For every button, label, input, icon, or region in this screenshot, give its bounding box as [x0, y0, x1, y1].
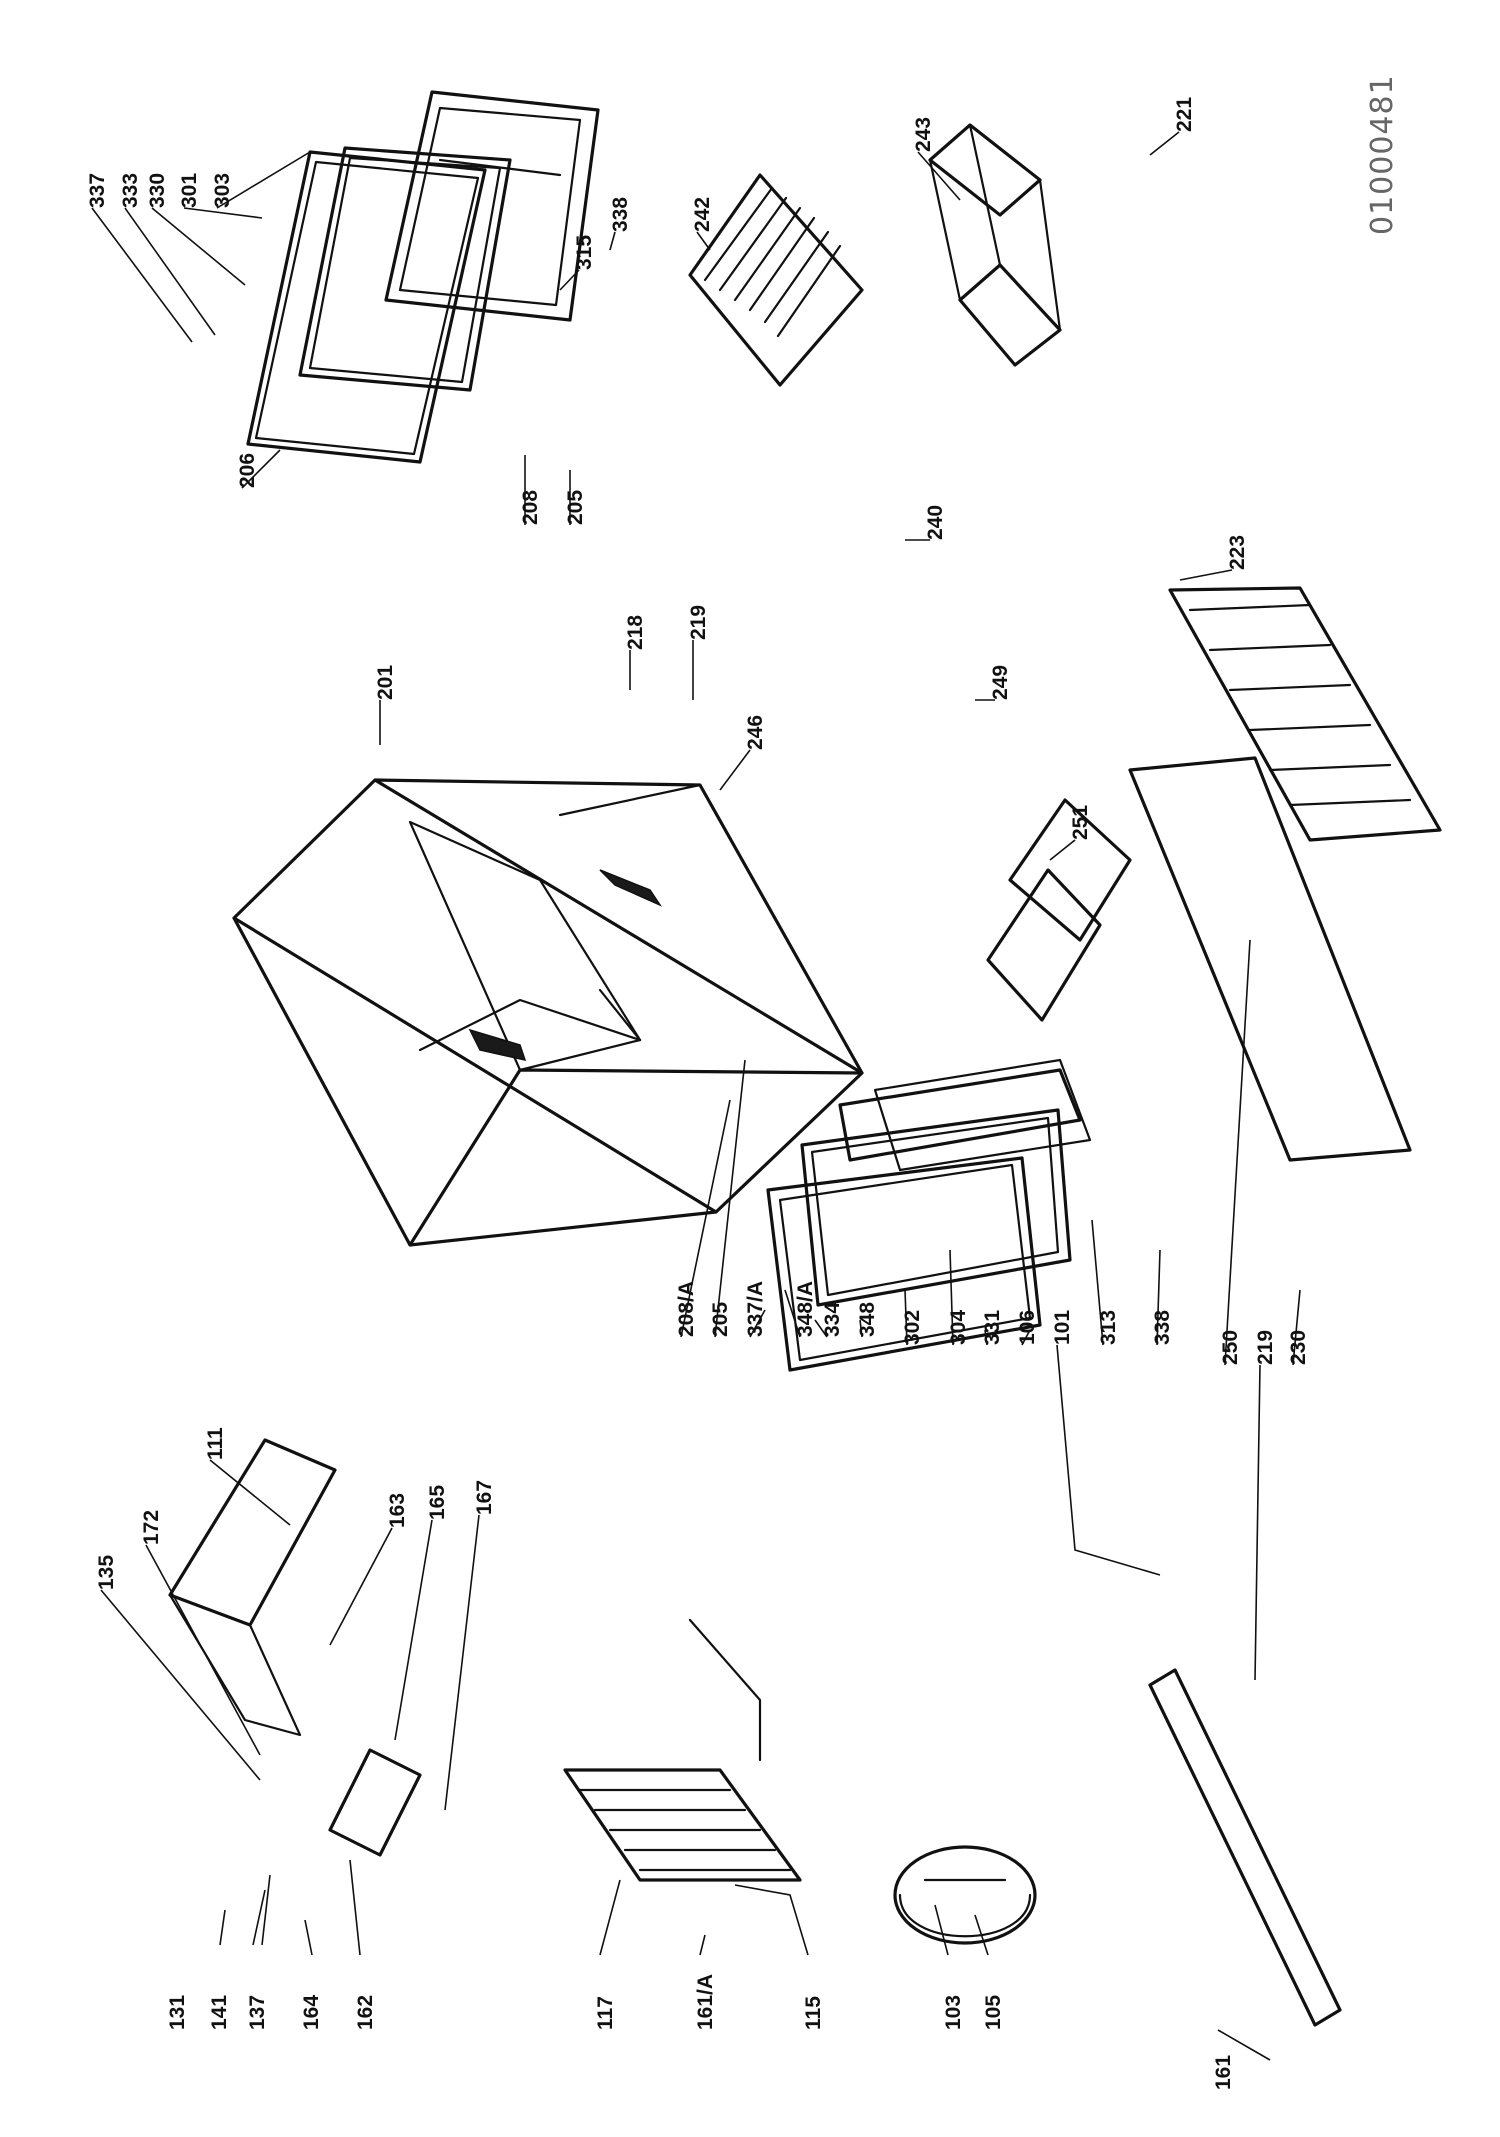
- callout-label-162: 162: [354, 1995, 377, 2030]
- callout-label-337a: 337/A: [744, 1281, 767, 1337]
- callout-label-131: 131: [166, 1995, 189, 2030]
- callout-label-242: 242: [691, 197, 714, 232]
- callout-label-331: 331: [981, 1310, 1004, 1345]
- callout-label-164: 164: [300, 1995, 323, 2030]
- callout-label-333: 333: [119, 173, 142, 208]
- callout-label-137: 137: [246, 1995, 269, 2030]
- callout-label-141: 141: [208, 1995, 231, 2030]
- callout-label-313: 313: [1097, 1310, 1120, 1345]
- callout-label-208: 208: [519, 490, 542, 525]
- callout-label-315: 315: [573, 235, 596, 270]
- compressor-icon: [893, 1845, 1037, 1945]
- callout-label-219b: 219: [1254, 1330, 1277, 1365]
- callout-label-135: 135: [95, 1555, 118, 1590]
- callout-label-334: 334: [821, 1302, 844, 1337]
- callout-label-240: 240: [924, 505, 947, 540]
- callout-label-206: 206: [236, 453, 259, 488]
- callout-label-105: 105: [982, 1995, 1005, 2030]
- callout-label-338b: 338: [1151, 1310, 1174, 1345]
- thermostat-housing-icon: [328, 1748, 422, 1857]
- callout-label-106: 106: [1016, 1310, 1039, 1345]
- callout-label-165: 165: [426, 1485, 449, 1520]
- callout-label-115: 115: [802, 1996, 825, 2030]
- callout-label-230: 230: [1287, 1330, 1310, 1365]
- callout-label-201: 201: [374, 665, 397, 700]
- callout-label-219a: 219: [687, 605, 710, 640]
- callout-label-223: 223: [1226, 535, 1249, 570]
- door-liner-icon: [766, 1058, 1092, 1372]
- callout-label-249: 249: [989, 665, 1012, 700]
- callout-label-301: 301: [178, 173, 201, 208]
- lid-panel-edge: [168, 1593, 302, 1737]
- callout-label-337: 337: [86, 173, 109, 208]
- callout-label-218: 218: [624, 615, 647, 650]
- base-rail: [1148, 1668, 1342, 2027]
- callout-label-117: 117: [594, 1996, 617, 2030]
- callout-label-101: 101: [1051, 1310, 1074, 1345]
- callout-label-251: 251: [1069, 805, 1092, 840]
- callout-label-303: 303: [211, 173, 234, 208]
- callout-label-161a: 161/A: [694, 1974, 717, 2030]
- callout-label-304: 304: [947, 1310, 970, 1345]
- lid-panel: [168, 1438, 337, 1627]
- condenser-icon: [563, 1618, 802, 1882]
- callout-label-111: 111: [204, 1427, 227, 1460]
- shelf-grid-icon: [986, 798, 1132, 1022]
- callout-label-302: 302: [901, 1310, 924, 1345]
- bottom-panel: [1128, 756, 1412, 1162]
- shelf-grid-icon: [688, 173, 864, 387]
- callout-label-243: 243: [912, 117, 935, 152]
- callout-label-205b: 205: [709, 1302, 732, 1337]
- document-number: 01000481: [1365, 74, 1400, 235]
- shelf-grid-icon: [928, 123, 1062, 367]
- callout-label-172: 172: [140, 1510, 163, 1545]
- callout-label-163: 163: [386, 1493, 409, 1528]
- callout-label-103: 103: [942, 1995, 965, 2030]
- callout-label-205a: 205: [564, 490, 587, 525]
- door-liner-icon: [246, 90, 600, 464]
- callout-label-246: 246: [744, 715, 767, 750]
- callout-label-330: 330: [146, 173, 169, 208]
- callout-label-221: 221: [1173, 97, 1196, 132]
- callout-label-208a: 208/A: [675, 1281, 698, 1337]
- cabinet-icon: [232, 778, 864, 1247]
- drawing-layer: [168, 90, 1442, 2027]
- callout-label-250: 250: [1219, 1330, 1242, 1365]
- callout-label-348: 348: [856, 1302, 879, 1337]
- callout-label-161: 161: [1212, 2055, 1235, 2090]
- grille-icon: [1168, 586, 1442, 842]
- callout-label-338a: 338: [609, 197, 632, 232]
- callout-label-167: 167: [473, 1480, 496, 1515]
- callout-label-348a: 348/A: [794, 1281, 817, 1337]
- leader-lines: [91, 131, 1301, 2061]
